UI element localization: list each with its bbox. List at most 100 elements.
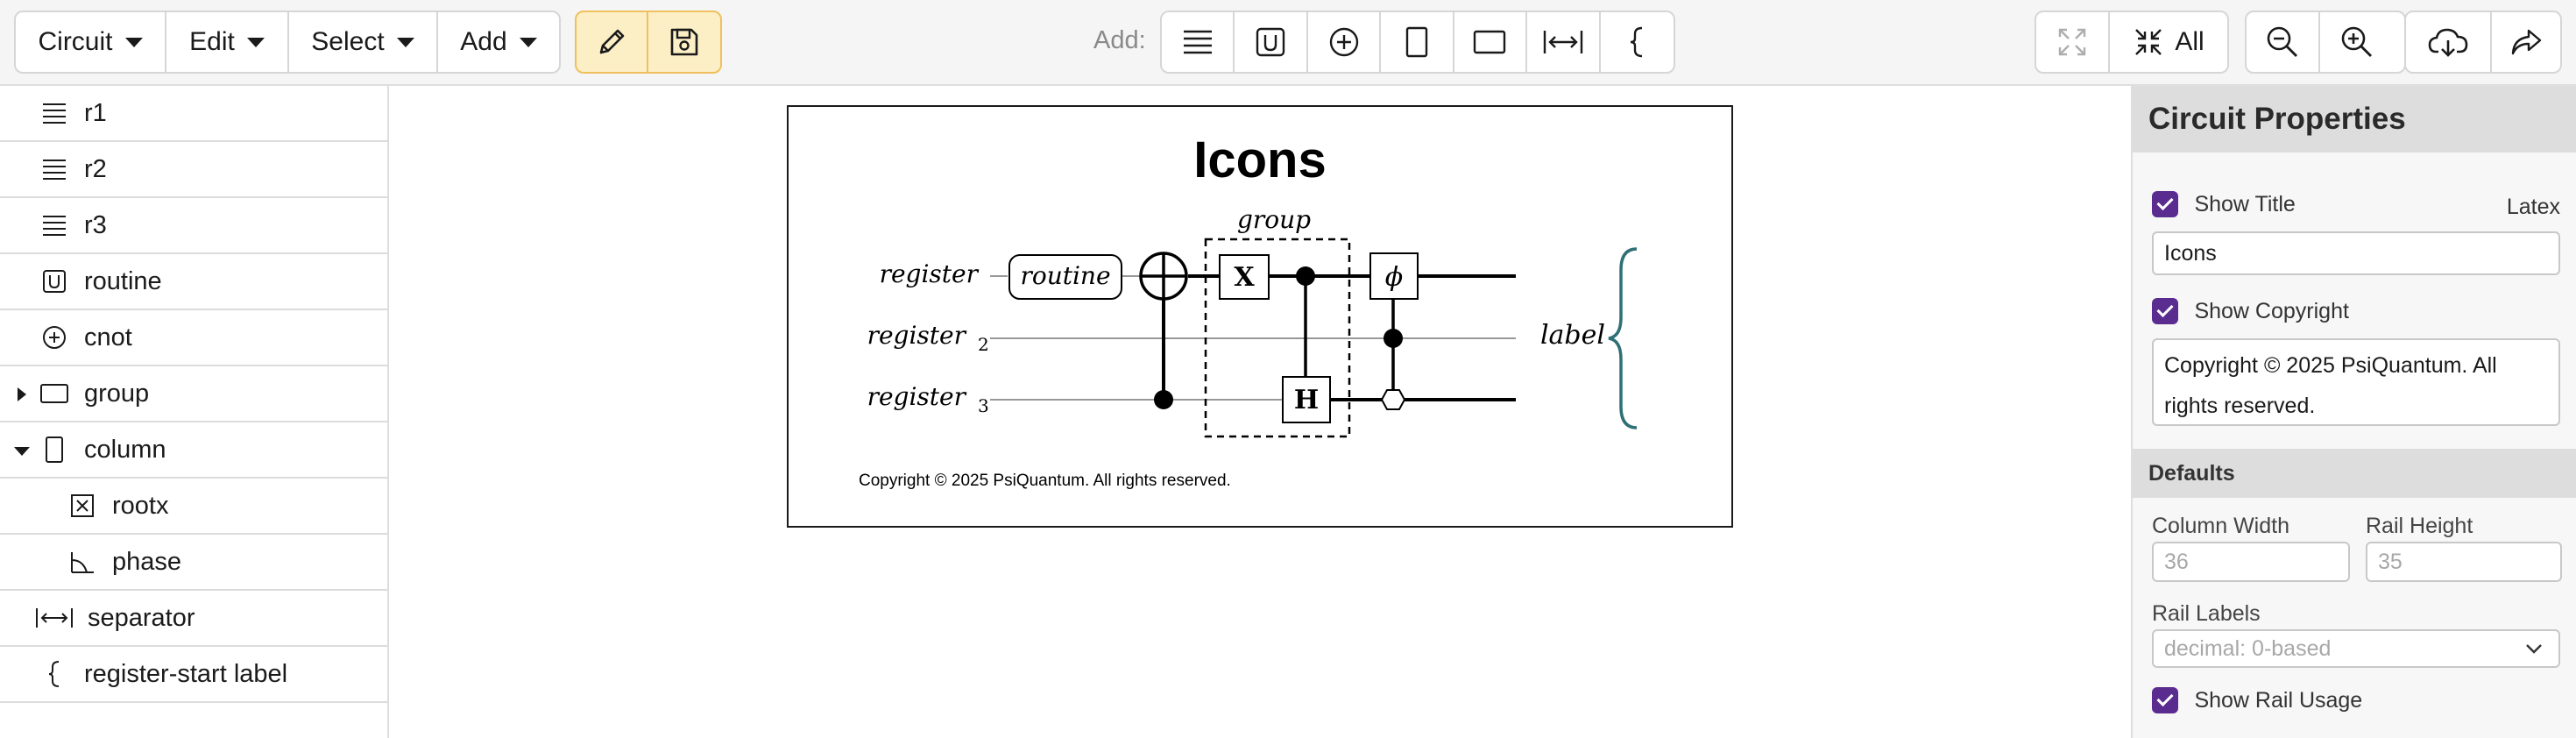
latex-toggle[interactable]: Latex <box>2506 195 2560 219</box>
phase-gate[interactable] <box>1369 252 1419 300</box>
phase-gate-label: ϕ <box>1385 262 1403 293</box>
add-brace-button[interactable] <box>1601 12 1674 72</box>
rail-icon <box>39 209 70 241</box>
tree-item-r3[interactable]: r3 <box>0 198 387 254</box>
tree-item-r1[interactable]: r1 <box>0 86 387 142</box>
title-input[interactable]: Icons <box>2152 231 2560 275</box>
add-cnot-button[interactable] <box>1308 12 1382 72</box>
edit-menu-label: Edit <box>189 27 235 56</box>
circuit-diagram[interactable]: Icons group register register 2 register… <box>787 105 1733 528</box>
separator-icon <box>1543 31 1583 53</box>
zoom-in-button[interactable] <box>2320 12 2394 72</box>
routine-icon <box>1256 27 1285 57</box>
tree-item-label: register-start label <box>84 659 288 688</box>
io-tools <box>2404 11 2562 74</box>
tree-item-separator[interactable]: separator <box>0 591 387 647</box>
expand-arrow-icon[interactable] <box>18 387 26 401</box>
save-button[interactable] <box>648 12 720 72</box>
show-rail-usage-checkbox[interactable] <box>2152 687 2178 713</box>
show-copyright-checkbox[interactable] <box>2152 298 2178 324</box>
copyright-line-1: Copyright © 2025 PsiQuantum. All <box>2164 353 2497 378</box>
add-menu-button[interactable]: Add <box>438 12 559 72</box>
tree-item-r2[interactable]: r2 <box>0 142 387 198</box>
cloud-download-button[interactable] <box>2406 12 2492 72</box>
register-label-2: register <box>867 321 967 350</box>
select-menu-button[interactable]: Select <box>289 12 438 72</box>
add-group-button[interactable] <box>1454 12 1528 72</box>
tree-item-cnot[interactable]: cnot <box>0 310 387 366</box>
rail-height-label: Rail Height <box>2366 514 2473 538</box>
ch-control[interactable] <box>1296 266 1315 286</box>
register-subscript-2: 2 <box>978 334 989 355</box>
show-title-checkbox[interactable] <box>2152 191 2178 217</box>
rootx-icon <box>67 490 98 522</box>
register-label-3: register <box>867 382 967 411</box>
tree-item-label: r3 <box>84 210 107 239</box>
tree-item-register-start-label[interactable]: register-start label <box>0 647 387 703</box>
h-gate[interactable] <box>1282 376 1331 423</box>
column-icon <box>39 434 70 465</box>
chevron-down-icon <box>246 37 265 47</box>
register-brace[interactable] <box>1608 247 1638 429</box>
tree-item-label: separator <box>88 603 195 632</box>
brace-icon <box>1631 26 1643 58</box>
cloud-download-icon <box>2428 28 2468 57</box>
add-rail-button[interactable] <box>1162 12 1235 72</box>
add-separator-button[interactable] <box>1527 12 1601 72</box>
collapse-arrow-icon[interactable] <box>14 447 30 456</box>
zoom-fit-tools: All <box>2035 11 2229 74</box>
share-button[interactable] <box>2492 12 2560 72</box>
register-subscript-3: 3 <box>978 395 989 416</box>
expand-icon <box>2058 28 2086 56</box>
chevron-down-icon <box>124 37 143 47</box>
routine-gate[interactable] <box>1008 254 1122 300</box>
circuit-menu-button[interactable]: Circuit <box>16 12 166 72</box>
rail-labels-value: decimal: 0-based <box>2164 636 2332 661</box>
add-tools <box>1160 11 1675 74</box>
zoom-in-icon <box>2341 26 2372 57</box>
add-column-button[interactable] <box>1381 12 1454 72</box>
phase-control[interactable] <box>1384 329 1403 348</box>
tree-item-routine[interactable]: routine <box>0 254 387 310</box>
tree-item-rootx[interactable]: rootx <box>0 479 387 535</box>
rail-height-input[interactable]: 35 <box>2366 542 2562 582</box>
cnot-control[interactable] <box>1154 390 1173 409</box>
element-tree: r1 r2 r3 routine cnot group column rootx… <box>0 86 389 738</box>
column-width-input[interactable]: 36 <box>2152 542 2350 582</box>
zoom-out-button[interactable] <box>2247 12 2320 72</box>
edit-menu-button[interactable]: Edit <box>166 12 289 72</box>
edit-mode-button[interactable] <box>577 12 649 72</box>
circuit-title: Icons <box>1193 131 1327 188</box>
tree-item-phase[interactable]: phase <box>0 535 387 591</box>
group-icon <box>39 378 70 409</box>
zoom-all-button[interactable]: All <box>2110 12 2227 72</box>
circuit-canvas[interactable]: Icons group register register 2 register… <box>389 86 2131 738</box>
routine-label: routine <box>1020 261 1110 290</box>
brace-icon <box>39 658 70 690</box>
circuit-menu-label: Circuit <box>38 27 113 56</box>
column-width-label: Column Width <box>2152 514 2289 538</box>
chevron-down-icon <box>519 37 537 47</box>
add-menu-label: Add <box>460 27 507 56</box>
show-copyright-row: Show Copyright <box>2152 298 2560 324</box>
tree-item-group[interactable]: group <box>0 366 387 422</box>
phase-anticontrol[interactable] <box>1380 389 1406 410</box>
x-gate[interactable] <box>1219 254 1270 300</box>
circuit-copyright: Copyright © 2025 PsiQuantum. All rights … <box>859 472 1231 490</box>
group-label: group <box>1237 205 1311 234</box>
rail-labels-select[interactable]: decimal: 0-based <box>2152 629 2560 668</box>
tree-item-label: rootx <box>112 491 169 520</box>
add-toolbar-label: Add: <box>1093 26 1146 54</box>
chevron-down-icon <box>2526 644 2542 654</box>
show-title-row: Show Title Latex <box>2152 191 2560 219</box>
fit-expand-button[interactable] <box>2036 12 2110 72</box>
tree-item-column[interactable]: column <box>0 422 387 479</box>
add-routine-button[interactable] <box>1235 12 1308 72</box>
menu-bar: Circuit Edit Select Add <box>14 11 561 74</box>
group-box[interactable] <box>1204 238 1351 438</box>
brace-label: label <box>1540 320 1605 351</box>
circuit-svg: Icons group register register 2 register… <box>859 131 1638 490</box>
defaults-header: Defaults <box>2133 449 2576 498</box>
select-menu-label: Select <box>311 27 385 56</box>
copyright-textarea[interactable]: Copyright © 2025 PsiQuantum. All rights … <box>2152 338 2560 426</box>
